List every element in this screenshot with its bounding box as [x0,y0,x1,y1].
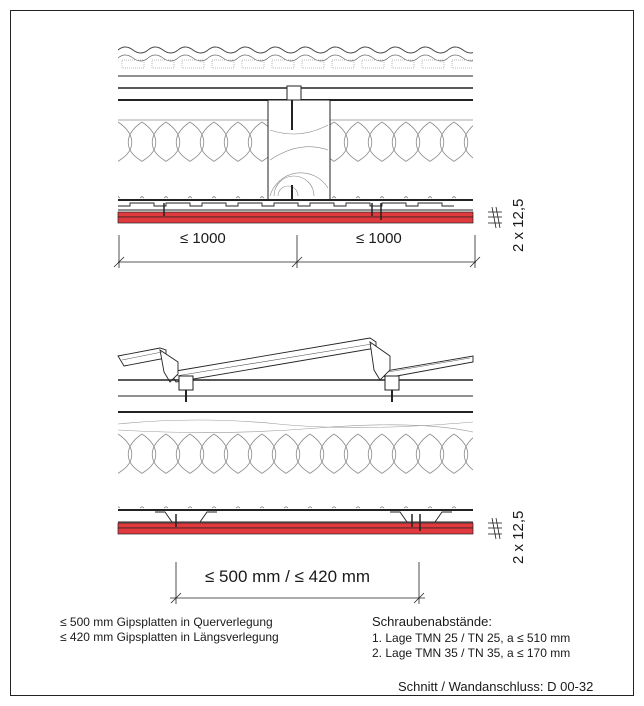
screw-line-2: 2. Lage TMN 35 / TN 35, a ≤ 170 mm [372,646,571,660]
bottom-section [117,337,502,604]
note-line-2: ≤ 420 mm Gipsplatten in Längsverlegung [60,630,279,644]
note-line-1: ≤ 500 mm Gipsplatten in Querverlegung [60,615,273,629]
drawing-caption: Schnitt / Wandanschluss: D 00-32 [398,679,594,694]
board-thickness-label-top: 2 x 12,5 [510,198,527,252]
insulation-bottom [118,432,473,510]
dim-left-label: ≤ 1000 [180,230,226,247]
board-thickness-label-bottom: 2 x 12,5 [510,510,527,564]
board-layer-2-bottom [117,527,474,535]
spacing-dimension-label: ≤ 500 mm / ≤ 420 mm [205,567,371,586]
top-section [113,42,502,268]
insulation-left [118,120,268,200]
screw-line-1: 1. Lage TMN 25 / TN 25, a ≤ 510 mm [372,631,571,645]
screw-title: Schraubenabstände: [372,614,492,629]
insulation-right [330,120,473,200]
board-layer-1 [117,211,474,218]
board-layer-2 [117,216,474,224]
roof-tiles [118,42,473,76]
dim-right-label: ≤ 1000 [356,230,402,247]
